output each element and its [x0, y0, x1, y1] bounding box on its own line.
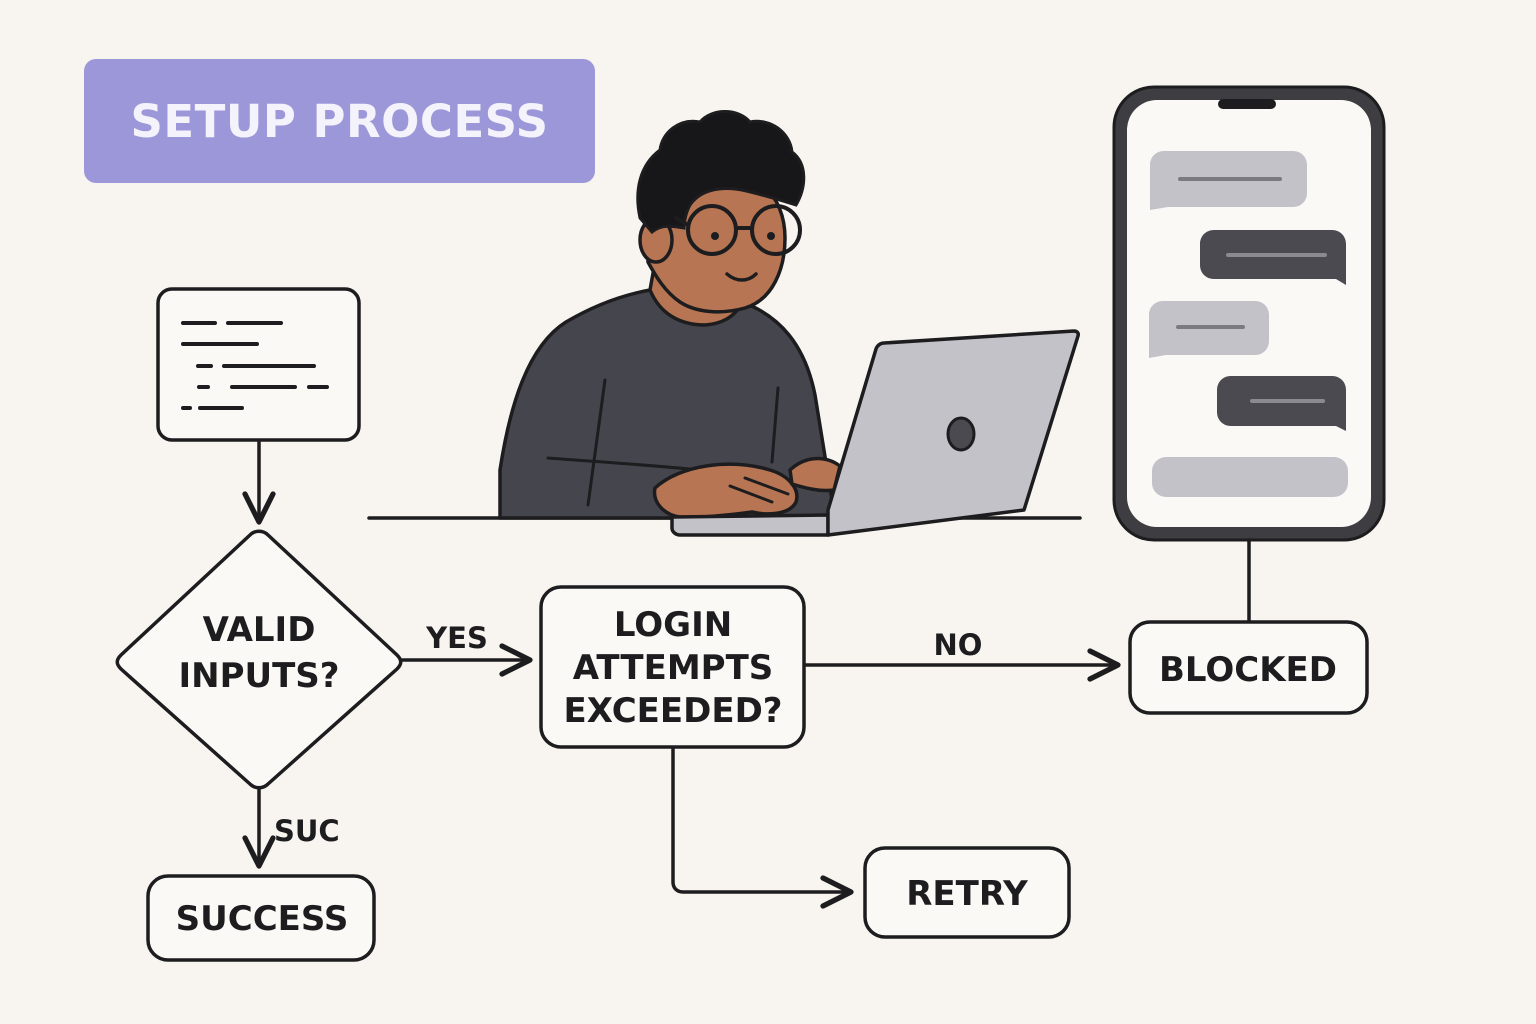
- chat-bubble-outgoing: [1200, 230, 1346, 285]
- edge-label-suc: SUC: [274, 814, 340, 848]
- title-badge: SETUP PROCESS: [84, 59, 595, 183]
- blocked-box: BLOCKED: [1128, 620, 1369, 715]
- phone-chat-icon: [1112, 85, 1386, 542]
- chat-input-bar: [1152, 457, 1348, 497]
- decision-line-2: INPUTS?: [178, 656, 339, 696]
- flow-connectors: [242, 439, 1251, 909]
- laptop-icon: [670, 329, 1080, 537]
- document-icon: [156, 287, 361, 442]
- chat-bubble-incoming: [1150, 151, 1307, 210]
- retry-box: RETRY: [863, 846, 1071, 939]
- chat-bubble-outgoing: [1217, 376, 1346, 431]
- login-attempts-box: LOGIN ATTEMPTS EXCEEDED?: [539, 585, 806, 749]
- decision-valid-inputs: VALID INPUTS?: [115, 529, 403, 790]
- chat-bubble-incoming: [1149, 301, 1269, 358]
- success-box: SUCCESS: [146, 874, 376, 962]
- person-at-laptop-illustration: [498, 110, 842, 520]
- retry-label: RETRY: [906, 874, 1028, 914]
- login-line-2: ATTEMPTS: [573, 648, 774, 688]
- edge-label-yes: YES: [425, 621, 488, 655]
- arrow-retry: [671, 745, 854, 909]
- success-label: SUCCESS: [176, 899, 349, 939]
- login-line-3: EXCEEDED?: [563, 691, 782, 731]
- decision-line-1: VALID: [203, 610, 316, 650]
- login-line-1: LOGIN: [614, 605, 732, 645]
- blocked-label: BLOCKED: [1159, 650, 1337, 690]
- edge-label-no: NO: [934, 628, 983, 662]
- title-text: SETUP PROCESS: [130, 94, 549, 148]
